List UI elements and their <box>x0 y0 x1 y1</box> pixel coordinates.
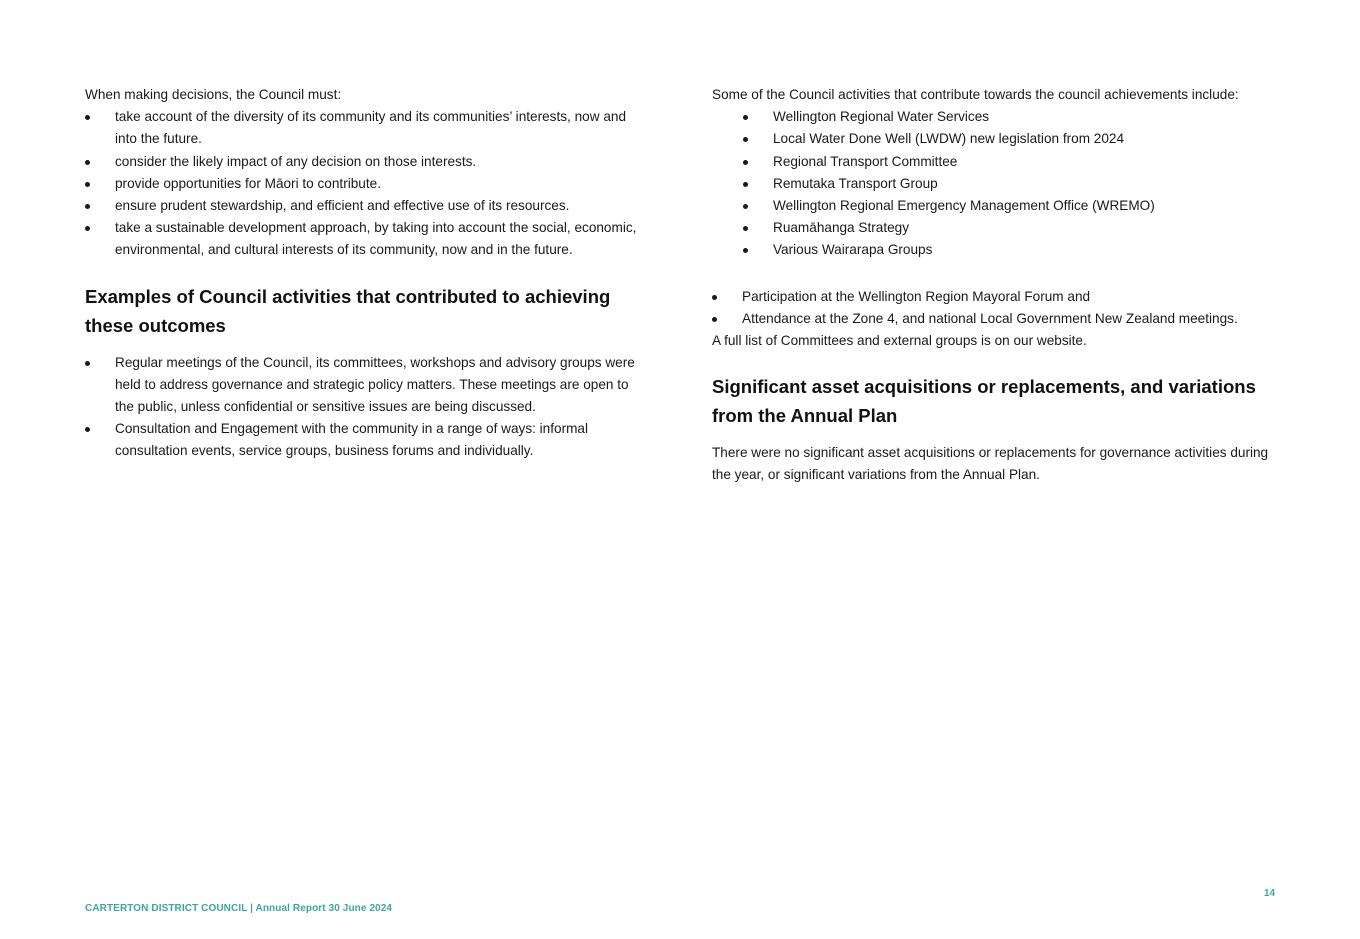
list-item: take account of the diversity of its com… <box>85 106 645 150</box>
examples-heading: Examples of Council activities that cont… <box>85 285 611 336</box>
bullet-icon <box>85 115 90 121</box>
list-item: take a sustainable development approach,… <box>85 217 645 261</box>
list-item: Ruamāhanga Strategy <box>712 217 1287 239</box>
bullet-icon <box>743 181 748 187</box>
bullet-icon <box>743 248 748 254</box>
bullet-icon <box>743 159 748 165</box>
right-column: Some of the Council activities that cont… <box>712 84 1287 487</box>
bullet-icon <box>743 226 748 232</box>
list-item: Regional Transport Committee <box>712 151 1287 173</box>
full-list-note: A full list of Committees and external g… <box>712 333 1087 349</box>
examples-list: Regular meetings of the Council, its com… <box>85 352 645 463</box>
bullet-icon <box>85 427 90 433</box>
page-number: 14 <box>1264 888 1276 899</box>
list-item: Local Water Done Well (LWDW) new legisla… <box>712 128 1287 150</box>
footer-report-title: CARTERTON DISTRICT COUNCIL | Annual Repo… <box>85 903 393 914</box>
bullet-icon <box>712 294 717 300</box>
bullet-icon <box>743 137 748 143</box>
activities-intro: Some of the Council activities that cont… <box>712 87 1239 102</box>
list-item: Wellington Regional Emergency Management… <box>712 195 1287 217</box>
list-item: Various Wairarapa Groups <box>712 239 1287 261</box>
bullet-icon <box>743 204 748 210</box>
list-item: ensure prudent stewardship, and efficien… <box>85 195 645 217</box>
list-item: Regular meetings of the Council, its com… <box>85 352 645 419</box>
list-item: Wellington Regional Water Services <box>712 106 1287 128</box>
bullet-icon <box>712 316 717 322</box>
participation-list: Participation at the Wellington Region M… <box>712 286 1287 330</box>
list-item: consider the likely impact of any decisi… <box>85 151 645 173</box>
must-list: take account of the diversity of its com… <box>85 106 645 261</box>
list-item: Remutaka Transport Group <box>712 173 1287 195</box>
bullet-icon <box>85 181 90 187</box>
asset-heading: Significant asset acquisitions or replac… <box>712 376 1256 427</box>
list-item: provide opportunities for Māori to contr… <box>85 173 645 195</box>
list-item: Attendance at the Zone 4, and national L… <box>712 308 1287 330</box>
must-intro: When making decisions, the Council must: <box>85 87 342 102</box>
bullet-icon <box>85 204 90 210</box>
bullet-icon <box>85 360 90 366</box>
activities-list: Wellington Regional Water Services Local… <box>712 106 1287 261</box>
asset-text: There were no significant asset acquisit… <box>712 445 1269 483</box>
bullet-icon <box>85 159 90 165</box>
bullet-icon <box>743 115 748 121</box>
list-item: Participation at the Wellington Region M… <box>712 286 1287 308</box>
bullet-icon <box>85 226 90 232</box>
list-item: Consultation and Engagement with the com… <box>85 418 645 462</box>
left-column: When making decisions, the Council must:… <box>85 84 645 463</box>
